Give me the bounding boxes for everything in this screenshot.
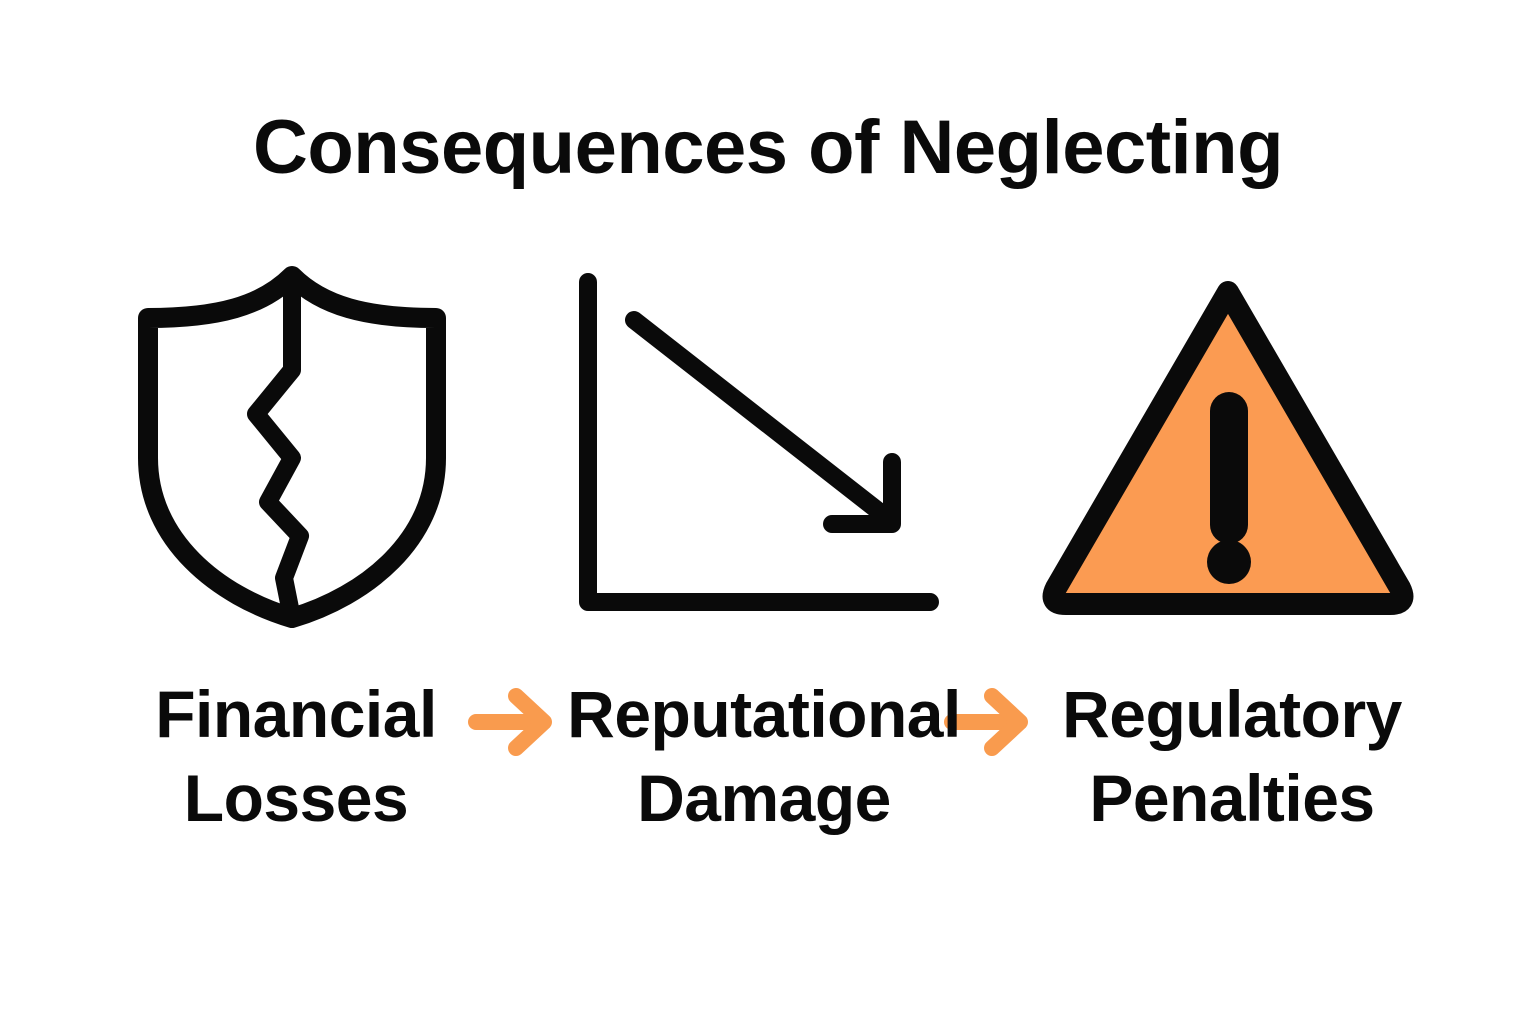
flow-row xyxy=(0,262,1536,756)
arrow-right-icon xyxy=(942,682,1038,762)
stage-label-regulatory: Regulatory Penalties xyxy=(1022,672,1442,840)
arrow-head xyxy=(984,688,1028,756)
shield-crack xyxy=(247,269,309,627)
stage-label-financial: Financial Losses xyxy=(96,672,496,840)
labels-row: Financial Losses Reputational Damage Reg… xyxy=(0,672,1536,852)
stage-label-financial-line2: Losses xyxy=(183,761,409,835)
chart-axes xyxy=(579,273,939,611)
cracked-shield-icon xyxy=(122,262,462,630)
warning-triangle-icon xyxy=(1032,262,1432,630)
page-title: Consequences of Neglecting xyxy=(252,105,1284,190)
declining-chart-icon xyxy=(560,262,960,630)
arrow-right-icon xyxy=(466,682,562,762)
stage-label-financial-line1: Financial xyxy=(155,677,437,751)
stage-label-regulatory-line1: Regulatory xyxy=(1062,677,1402,751)
stage-label-regulatory-line2: Penalties xyxy=(1089,761,1375,835)
stage-label-reputational-line2: Damage xyxy=(637,761,891,835)
chart-arrow-head xyxy=(823,453,901,533)
exclamation-bar xyxy=(1210,392,1248,544)
stage-label-reputational: Reputational Damage xyxy=(514,672,1014,840)
chart-trend-line xyxy=(625,311,899,529)
arrow-head xyxy=(508,688,552,756)
exclamation-dot xyxy=(1207,540,1251,584)
stage-label-reputational-line1: Reputational xyxy=(567,677,961,751)
